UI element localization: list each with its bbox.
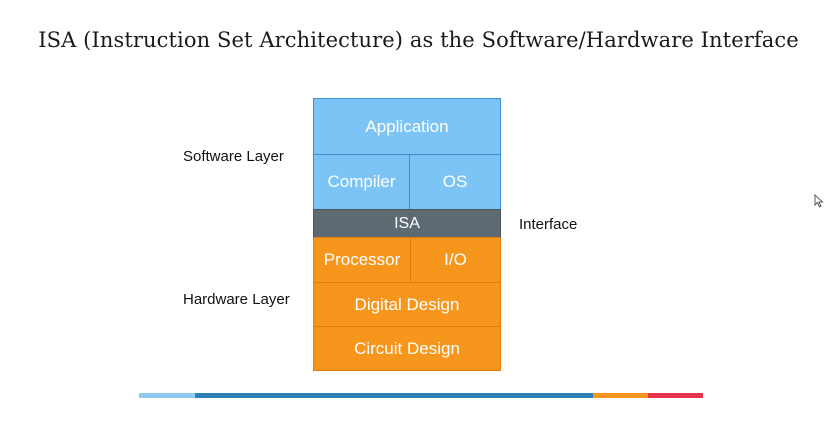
footer-bar-light-blue [139,393,195,398]
hardware-layer-label: Hardware Layer [183,291,290,308]
digital-design-box: Digital Design [313,282,501,327]
software-layer-label: Software Layer [183,148,284,165]
application-box: Application [313,98,501,155]
footer-bar-orange [593,393,648,398]
isa-box: ISA [313,209,501,238]
io-box: I/O [410,237,501,283]
processor-box: Processor [313,237,411,283]
slide-title: ISA (Instruction Set Architecture) as th… [38,28,799,52]
footer-bar-red [648,393,703,398]
compiler-box: Compiler [313,154,410,210]
footer-bar-blue [195,393,593,398]
interface-label: Interface [519,216,578,233]
circuit-design-box: Circuit Design [313,326,501,371]
os-box: OS [409,154,501,210]
mouse-pointer-icon [814,194,824,208]
